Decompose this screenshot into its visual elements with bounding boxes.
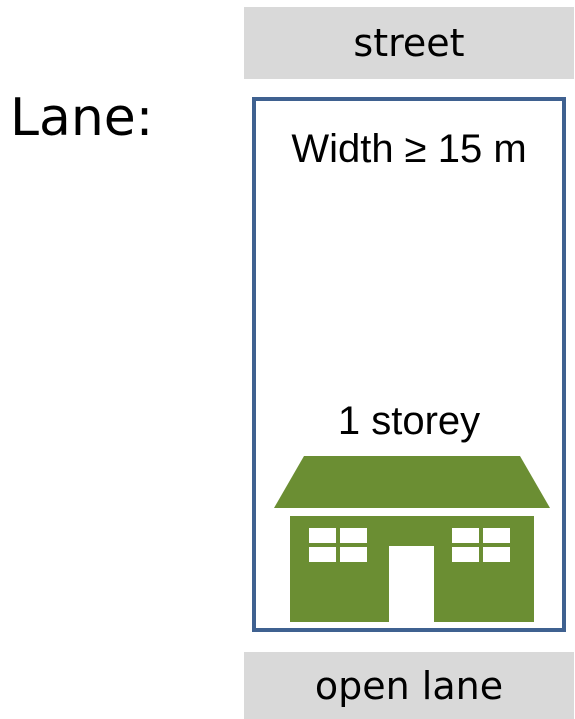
diagram-heading: Lane: xyxy=(10,88,154,148)
window-right xyxy=(452,528,510,562)
open-lane-strip: open lane xyxy=(244,652,574,719)
house-roof xyxy=(274,456,550,508)
house-door xyxy=(389,546,434,622)
house-storey-label: 1 storey xyxy=(337,399,481,443)
open-lane-label: open lane xyxy=(314,663,504,708)
window-left xyxy=(309,528,367,562)
house-icon xyxy=(274,456,550,622)
street-strip: street xyxy=(244,7,574,79)
lot-width-label: Width ≥ 15 m xyxy=(291,127,527,171)
street-label: street xyxy=(353,21,465,65)
lot-outline: Width ≥ 15 m 1 storey xyxy=(252,97,566,632)
